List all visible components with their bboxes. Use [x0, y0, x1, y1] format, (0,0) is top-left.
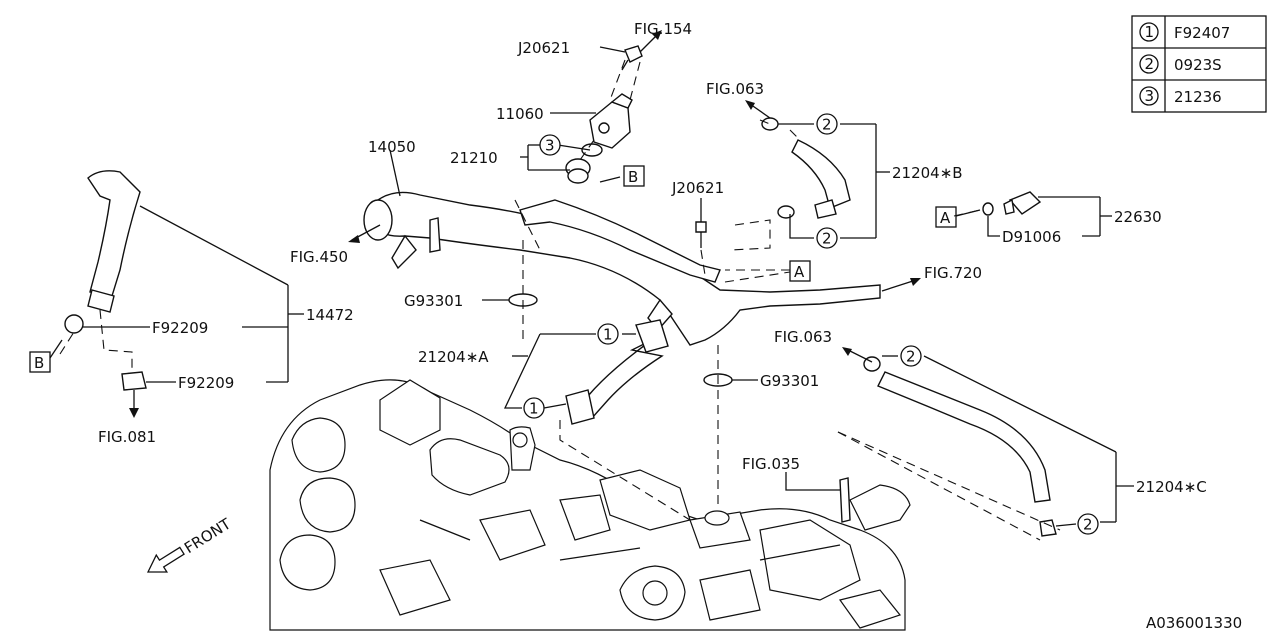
svg-text:2: 2 — [822, 230, 832, 248]
label-j20621-mid: J20621 — [671, 179, 724, 197]
thermostat-cover-11060 — [589, 93, 633, 149]
drawing-number: A036001330 — [1146, 614, 1242, 632]
label-fig154: FIG.154 — [634, 20, 692, 38]
svg-text:A: A — [794, 263, 805, 281]
hose-14472 — [64, 170, 147, 391]
ref-box-b-upper: B — [623, 165, 645, 187]
callout-2-mid: 2 — [900, 345, 922, 367]
label-g93301-upper: G93301 — [404, 292, 463, 310]
label-14050: 14050 — [368, 138, 416, 156]
thermostat-21210 — [565, 143, 603, 184]
legend-row-3: 3 21236 — [1139, 86, 1222, 106]
label-fig063-mid: FIG.063 — [774, 328, 832, 346]
callout-3: 3 — [539, 134, 561, 156]
svg-text:B: B — [34, 354, 44, 372]
bolt-j20621-mid — [695, 221, 707, 248]
svg-text:1: 1 — [529, 400, 539, 418]
svg-text:1: 1 — [1145, 23, 1155, 41]
ref-box-a-mid: A — [789, 260, 811, 282]
label-fig720: FIG.720 — [924, 264, 982, 282]
legend-row-2: 2 0923S — [1139, 54, 1222, 74]
sensor-22630 — [982, 191, 1042, 216]
leader-lines — [49, 30, 1134, 527]
hose-21204-c — [863, 356, 1057, 537]
ref-box-b-left: B — [29, 351, 51, 373]
callout-2-bottom: 2 — [816, 227, 838, 249]
label-fig063-top: FIG.063 — [706, 80, 764, 98]
label-f92209-lower: F92209 — [178, 374, 234, 392]
svg-text:21236: 21236 — [1174, 88, 1222, 106]
legend-table: 1 F92407 2 0923S 3 21236 — [1131, 15, 1267, 113]
label-21204a: 21204∗A — [418, 348, 489, 366]
engine-block — [269, 379, 911, 631]
legend-row-1: 1 F92407 — [1139, 22, 1230, 42]
label-11060: 11060 — [496, 105, 544, 123]
svg-text:F92407: F92407 — [1174, 24, 1230, 42]
label-14472: 14472 — [306, 306, 354, 324]
label-d91006: D91006 — [1002, 228, 1061, 246]
svg-text:B: B — [628, 168, 638, 186]
pipe-section-upper — [519, 199, 721, 283]
svg-text:3: 3 — [1145, 87, 1155, 105]
label-21210: 21210 — [450, 149, 498, 167]
label-g93301-lower: G93301 — [760, 372, 819, 390]
svg-text:3: 3 — [545, 137, 555, 155]
hose-21204-a — [565, 319, 669, 425]
svg-text:0923S: 0923S — [1174, 56, 1222, 74]
hose-21204-b — [761, 117, 851, 219]
label-22630: 22630 — [1114, 208, 1162, 226]
svg-text:A: A — [940, 209, 951, 227]
part-labels: FIG.154 J20621 11060 21210 14050 FIG.450… — [98, 20, 1242, 632]
callout-2-top: 2 — [816, 113, 838, 135]
svg-text:2: 2 — [1083, 516, 1093, 534]
svg-text:1: 1 — [603, 326, 613, 344]
label-21204b: 21204∗B — [892, 164, 963, 182]
label-fig081: FIG.081 — [98, 428, 156, 446]
callout-1-upper: 1 — [597, 323, 619, 345]
ref-box-a-sensor: A — [935, 206, 957, 228]
svg-text:FRONT: FRONT — [181, 514, 235, 557]
label-f92209-upper: F92209 — [152, 319, 208, 337]
bolt-j20621-top — [621, 45, 643, 71]
label-21204c: 21204∗C — [1136, 478, 1207, 496]
svg-text:2: 2 — [906, 348, 916, 366]
callout-2-lower-right: 2 — [1077, 513, 1099, 535]
callout-1-lower: 1 — [523, 397, 545, 419]
svg-text:2: 2 — [1145, 55, 1155, 73]
front-direction-arrow: FRONT — [146, 514, 235, 573]
label-j20621-top: J20621 — [517, 39, 570, 57]
callout-circles: 3 2 2 1 1 2 2 — [523, 113, 1099, 535]
label-fig450: FIG.450 — [290, 248, 348, 266]
svg-text:2: 2 — [822, 116, 832, 134]
label-fig035: FIG.035 — [742, 455, 800, 473]
water-pipe-14050 — [363, 191, 881, 346]
